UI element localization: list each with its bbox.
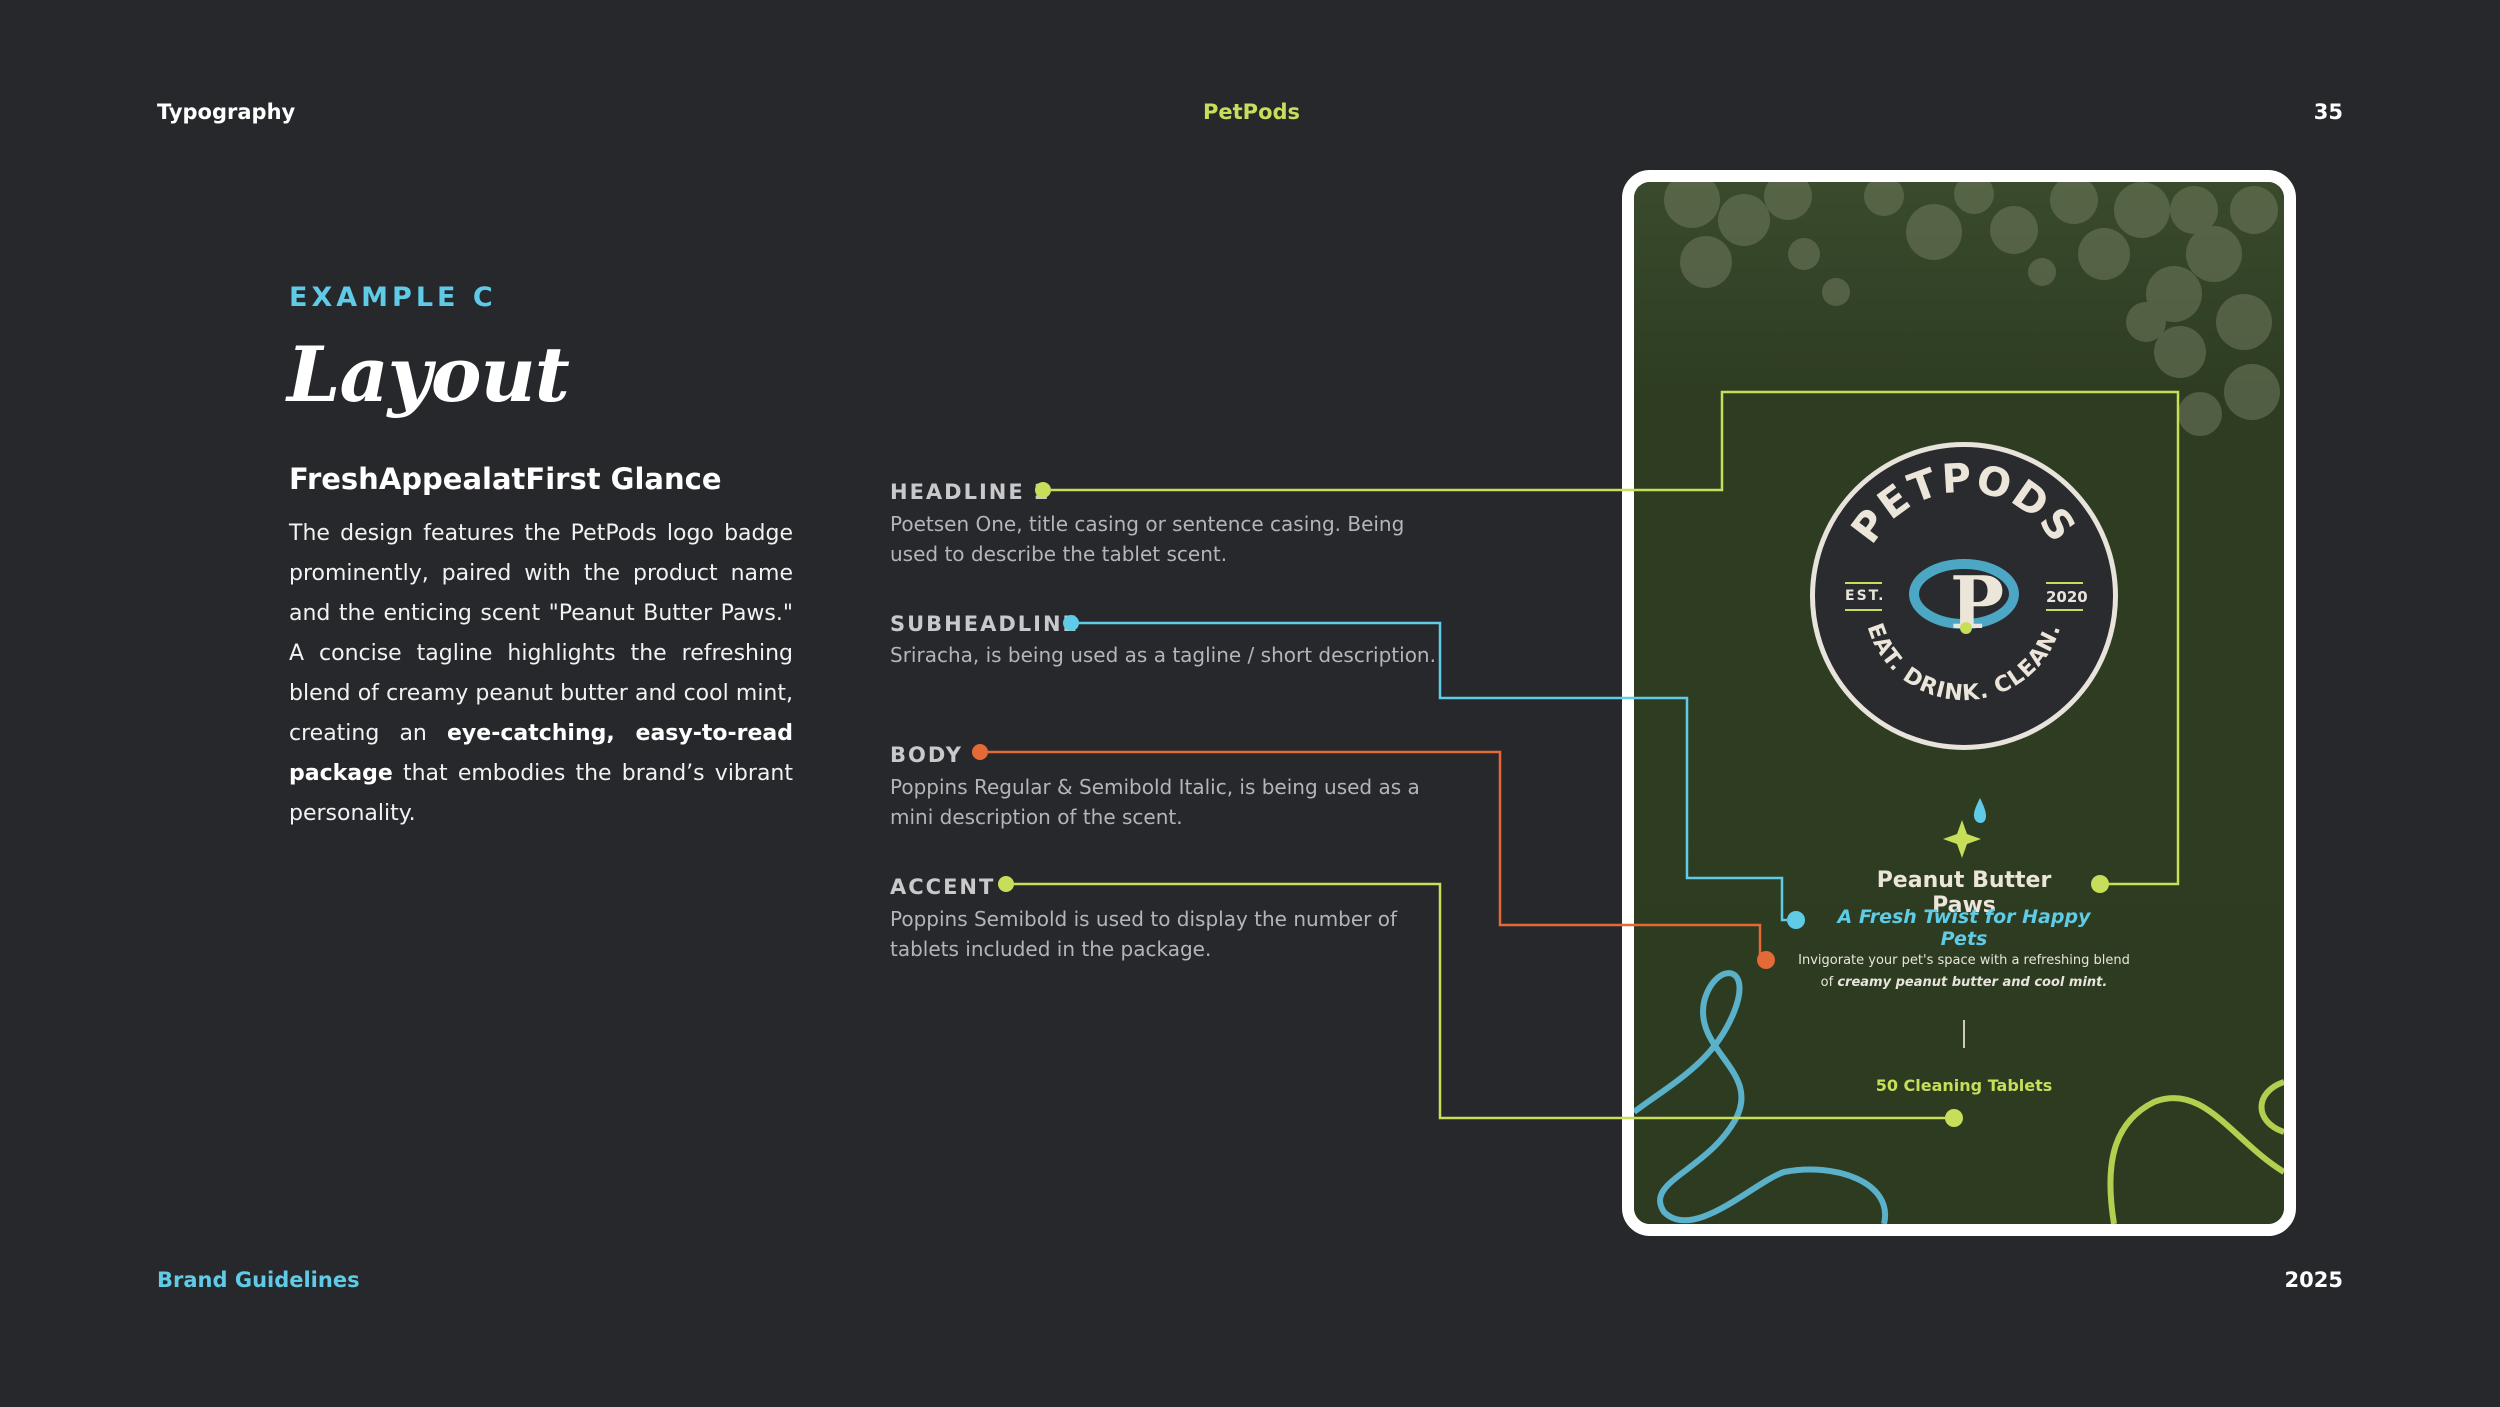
lime-swirl-edge	[2258, 1079, 2284, 1135]
cyan-swirl	[1634, 970, 1889, 1224]
badge-year: 2020	[2046, 588, 2088, 606]
bubble-pattern	[1664, 182, 2280, 436]
page-title: Layout	[287, 330, 570, 419]
spec-label-body: BODY	[890, 743, 963, 767]
connector-dot-accent-start	[998, 876, 1014, 892]
spec-label-accent: ACCENT	[890, 875, 996, 899]
spec-label-headline: HEADLINE 2	[890, 480, 1051, 504]
spec-desc-subheadline: Sriracha, is being used as a tagline / s…	[890, 643, 1436, 667]
section-subtitle: FreshAppealatFirst Glance	[289, 462, 722, 496]
package-decoration	[1634, 182, 2284, 1224]
section-label: Typography	[157, 100, 296, 124]
intro-paragraph-bold: eye-catching, easy-to-read package	[289, 721, 793, 786]
product-description-bold: creamy peanut butter and cool mint.	[1837, 975, 2108, 990]
brand-label: PetPods	[1203, 100, 1301, 124]
connector-dot-body-start	[972, 744, 988, 760]
package-divider	[1963, 1020, 1965, 1048]
spec-desc-headline: Poetsen One, title casing or sentence ca…	[890, 512, 1405, 566]
product-description: Invigorate your pet's space with a refre…	[1790, 950, 2138, 994]
spec-label-subheadline: SUBHEADLINE	[890, 612, 1079, 636]
intro-paragraph: The design features the PetPods logo bad…	[289, 514, 793, 834]
footer-label: Brand Guidelines	[157, 1268, 360, 1292]
intro-paragraph-part2: that embodies the brand’s vibrant person…	[289, 761, 793, 826]
badge-est: EST.	[1845, 588, 1886, 604]
product-tagline: A Fresh Twist for Happy Pets	[1837, 906, 2091, 950]
lime-swirl	[2107, 1095, 2284, 1224]
spec-desc-accent: Poppins Semibold is used to display the …	[890, 907, 1398, 961]
tablet-count: 50 Cleaning Tablets	[1875, 1076, 2053, 1095]
example-eyebrow: EXAMPLE C	[289, 282, 497, 313]
footer-year: 2025	[2284, 1268, 2343, 1292]
intro-paragraph-part1: The design features the PetPods logo bad…	[289, 521, 793, 746]
spec-desc-body: Poppins Regular & Semibold Italic, is be…	[890, 775, 1420, 829]
page-number: 35	[2313, 100, 2343, 124]
